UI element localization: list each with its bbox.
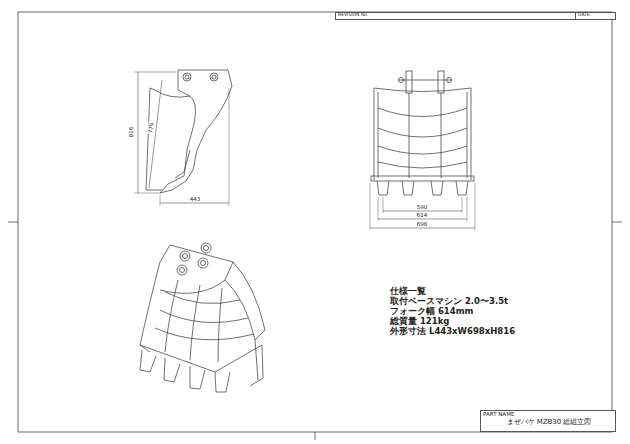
spec-text: 総質量 121kg [390,317,449,326]
title-block-cell: PART NAME まぜバケ MZB30 総組立図 [480,410,616,432]
spec-text: フォーク幅 614mm [390,307,473,316]
spec-text: 仕様一覧 [390,287,426,296]
dimension-value: 816 [128,126,134,139]
dimension-value: 590 [416,204,429,210]
dimension-value: 443 [189,196,202,202]
cell-heading: REVISION No. [336,13,578,18]
dimension-value: 775 [147,121,155,134]
cell-heading: PART NAME [481,411,615,417]
cell-heading: DATE: [576,13,615,18]
dimension-value: 614 [416,212,429,218]
spec-text: 外形寸法 L443xW698xH816 [390,327,515,336]
part-name: まぜバケ MZB30 総組立図 [481,419,615,427]
spec-text: 取付ベースマシン 2.0〜3.5t [390,297,508,306]
title-block-cell: REVISION No. [335,12,579,20]
title-block-cell: DATE: [575,12,616,20]
dimension-value: 698 [416,221,429,227]
